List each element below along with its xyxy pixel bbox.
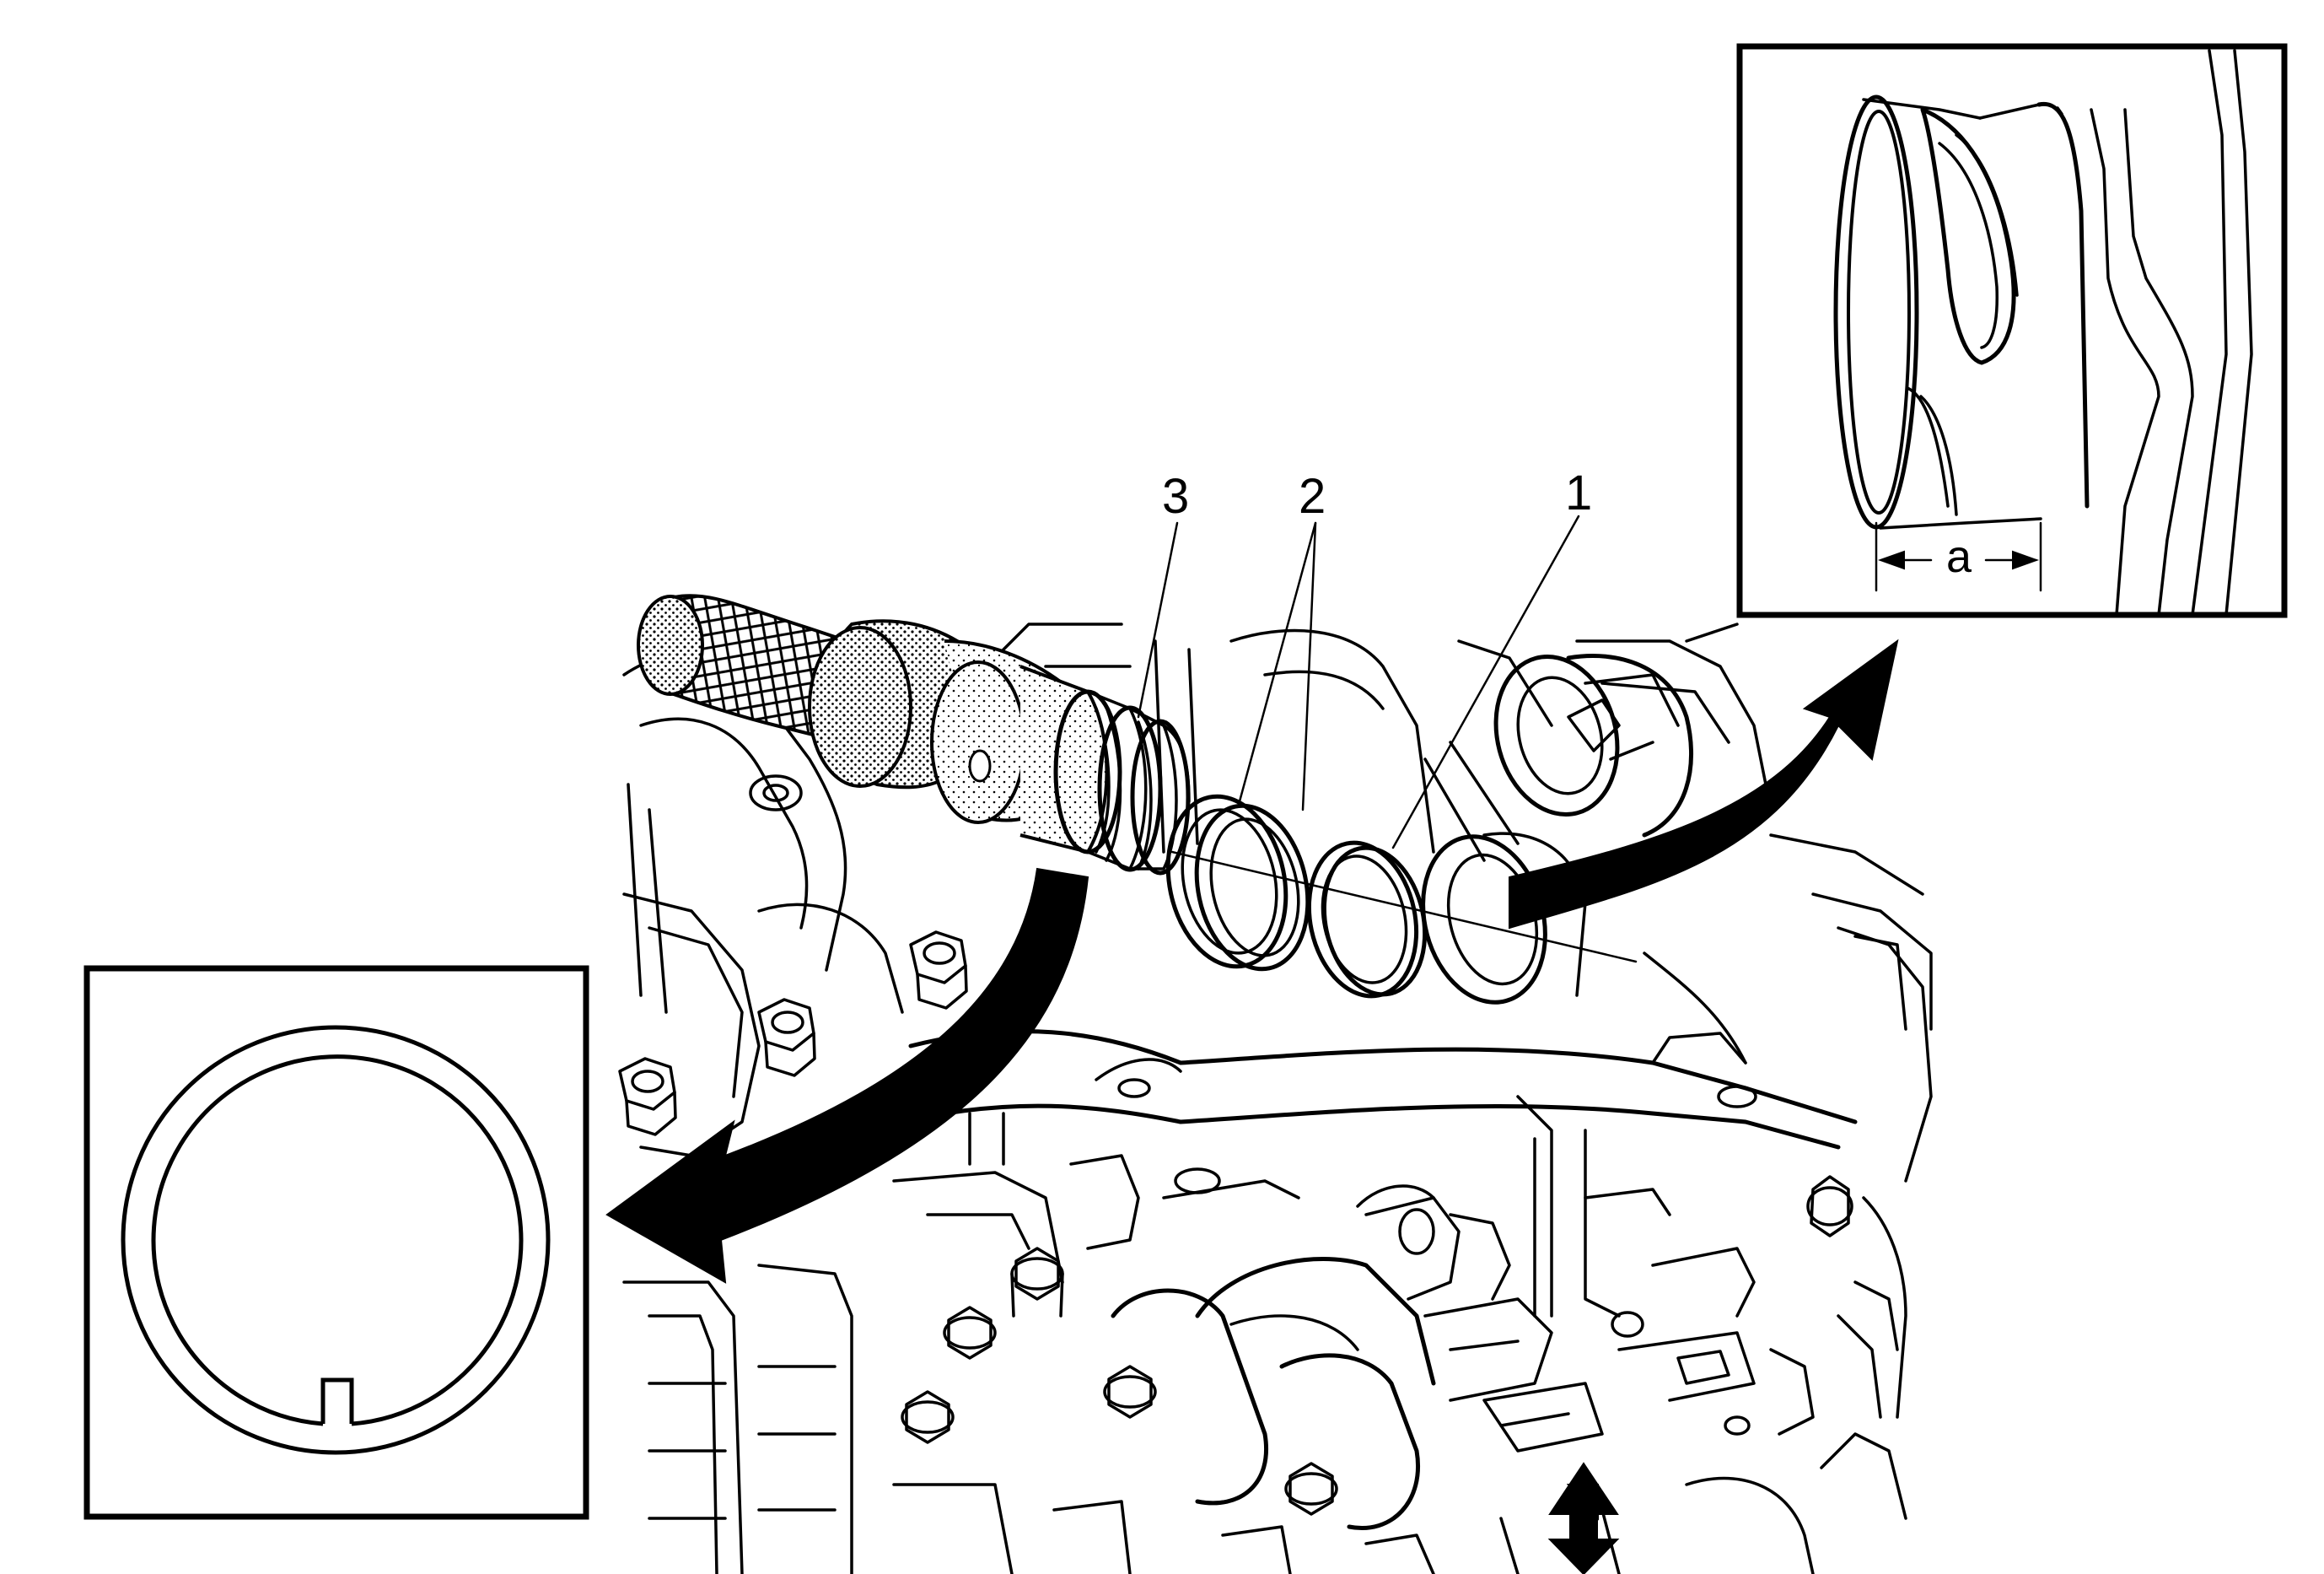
callout-label-2: 2 [1299, 469, 1326, 524]
seal-installer-tool-3 [637, 594, 1191, 876]
flange-bolt [1103, 1365, 1157, 1419]
callout-leaders [1137, 515, 1580, 849]
dimension-label-a: a [1946, 531, 1972, 582]
seal-ring-1 [1306, 840, 1428, 999]
callout-label-3: 3 [1162, 469, 1189, 524]
removal-arrow-left [605, 867, 1089, 1284]
hex-bolt [618, 1057, 677, 1136]
detail-view-split-ring [83, 965, 589, 1520]
flange-bolt [1010, 1247, 1064, 1318]
hex-bolt [757, 998, 816, 1077]
double-arrow-icon [1547, 1462, 1620, 1574]
hex-bolt [909, 930, 968, 1010]
flange-bolt [901, 1390, 955, 1444]
removal-arrow-right [1509, 639, 1899, 930]
seal-ring-pair-2 [1165, 794, 1310, 972]
flange-bolt [943, 1306, 997, 1360]
detail-view-ring-groove [1736, 43, 2288, 618]
flange-bolt [1284, 1462, 1338, 1516]
callout-label-1: 1 [1565, 466, 1592, 520]
installation-axis [1170, 850, 1638, 963]
clutch-sleeve [1421, 654, 1693, 1005]
transmission-housing [618, 623, 1933, 1574]
